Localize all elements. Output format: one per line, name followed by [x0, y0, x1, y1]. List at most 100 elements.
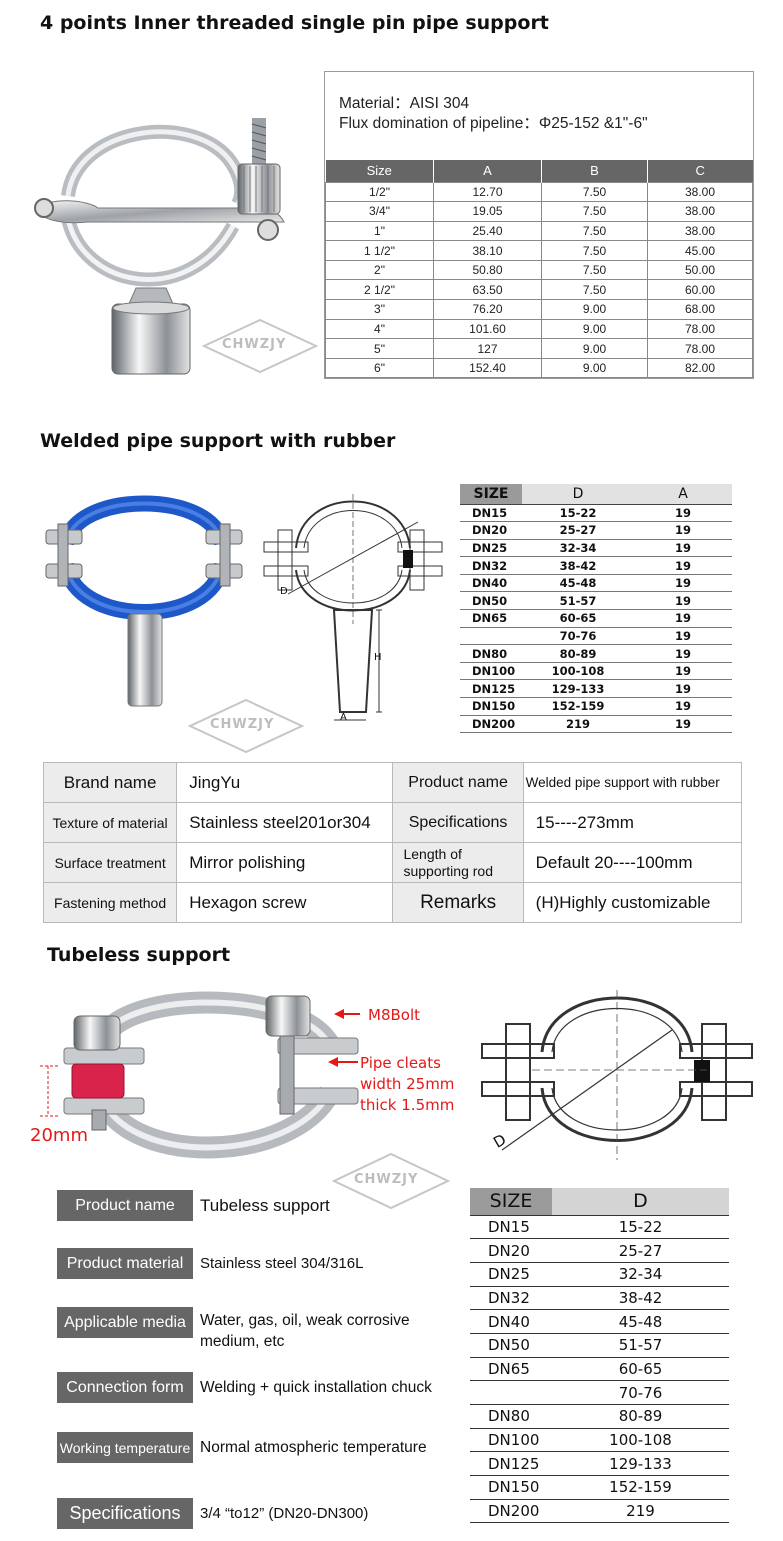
table-cell: 25-27 — [522, 521, 634, 540]
table-cell: 70-76 — [522, 627, 634, 646]
table-cell: 68.00 — [647, 299, 753, 320]
table-header-row: SIZE D A — [460, 484, 732, 505]
table-cell: 50.00 — [647, 259, 753, 281]
table-cell: DN150 — [460, 697, 522, 716]
table-cell: 38-42 — [522, 556, 634, 575]
table-cell: 60-65 — [552, 1357, 729, 1382]
table-cell: DN65 — [470, 1357, 552, 1382]
col-header: B — [541, 160, 648, 182]
table-cell: DN32 — [460, 556, 522, 575]
dim-label-h: H — [374, 652, 382, 663]
table-cell: 38-42 — [552, 1286, 729, 1311]
info-label: Brand name — [42, 762, 178, 803]
table-cell: 38.00 — [647, 201, 753, 222]
table-cell: 3/4" — [325, 201, 434, 222]
table-cell: 19 — [634, 574, 732, 593]
info-value: Default 20----100mm — [522, 842, 743, 883]
table-cell: 219 — [522, 715, 634, 734]
table-cell: 19 — [634, 609, 732, 628]
table-cell: 100-108 — [552, 1428, 729, 1453]
cleats-annotation-2: width 25mm — [360, 1075, 455, 1093]
cleats-annotation-1: Pipe cleats — [360, 1054, 441, 1072]
spec-label: Specifications — [57, 1498, 193, 1529]
watermark-text: CHWZJY — [210, 717, 275, 732]
col-header: C — [647, 160, 753, 182]
tubeless-support-drawing — [481, 990, 753, 1160]
table-cell — [460, 627, 522, 646]
table-cell: 51-57 — [552, 1333, 729, 1358]
table-cell: 1" — [325, 220, 434, 242]
table-cell: 45.00 — [647, 240, 753, 261]
table-header-row: SIZE D — [470, 1188, 729, 1216]
table-cell: DN25 — [470, 1262, 552, 1287]
table-cell: 9.00 — [541, 338, 648, 359]
table-cell: 38.00 — [647, 220, 753, 242]
info-label: Length of supporting rod — [392, 842, 524, 883]
col-header: A — [433, 160, 542, 182]
table-cell: DN100 — [470, 1428, 552, 1453]
table-cell: DN50 — [460, 591, 522, 611]
material-line: Material：AISI 304 — [339, 95, 470, 112]
table-cell: 19 — [634, 644, 732, 663]
table-cell: 50.80 — [433, 259, 542, 281]
table-cell: 25-27 — [552, 1238, 729, 1263]
height-annotation: 20mm — [30, 1125, 88, 1146]
watermark-logo — [201, 318, 319, 374]
table-cell: 1/2" — [325, 181, 434, 203]
bolt-annotation: M8Bolt — [368, 1006, 421, 1024]
table-cell: 51-57 — [522, 591, 634, 611]
table-cell: 9.00 — [541, 299, 648, 320]
table-cell: 76.20 — [433, 299, 542, 320]
table-cell: 80-89 — [552, 1404, 729, 1429]
spec-box: Material：AISI 304 Flux domination of pip… — [324, 71, 754, 379]
spec-value: Stainless steel 304/316L — [200, 1255, 364, 1272]
table-cell: 60-65 — [522, 609, 634, 628]
table-cell: DN20 — [470, 1238, 552, 1263]
table-cell: 3" — [325, 299, 434, 320]
spec-label: Applicable media — [57, 1307, 193, 1338]
table-cell: 101.60 — [433, 318, 542, 340]
table-cell: 45-48 — [552, 1309, 729, 1334]
table-cell: 19 — [634, 697, 732, 716]
info-value: JingYu — [176, 762, 394, 803]
dim-label-d: D — [280, 586, 288, 597]
table-cell: 78.00 — [647, 338, 753, 359]
table-cell: 1 1/2" — [325, 240, 434, 261]
table-cell: 5" — [325, 338, 434, 359]
flux-line: Flux domination of pipeline：Φ25-152 &1"-… — [339, 115, 648, 132]
watermark-text: CHWZJY — [354, 1172, 419, 1187]
rubber-pipe-support-image — [45, 495, 243, 707]
table-cell: 82.00 — [647, 357, 753, 379]
table-cell: 15-22 — [552, 1215, 729, 1240]
info-label: Remarks — [392, 882, 524, 923]
dim-label-a: A — [340, 712, 347, 723]
spec-value: Tubeless support — [200, 1196, 330, 1215]
table-cell: DN100 — [460, 662, 522, 681]
spec-value: Welding + quick installation chuck — [200, 1379, 432, 1396]
table-cell: 19 — [634, 521, 732, 540]
table-cell: 152.40 — [433, 357, 542, 379]
table-cell: DN125 — [460, 679, 522, 699]
table-cell: DN80 — [470, 1404, 552, 1429]
rubber-support-drawing — [263, 494, 443, 721]
table-cell: 32-34 — [552, 1262, 729, 1287]
info-label: Product name — [392, 762, 524, 803]
